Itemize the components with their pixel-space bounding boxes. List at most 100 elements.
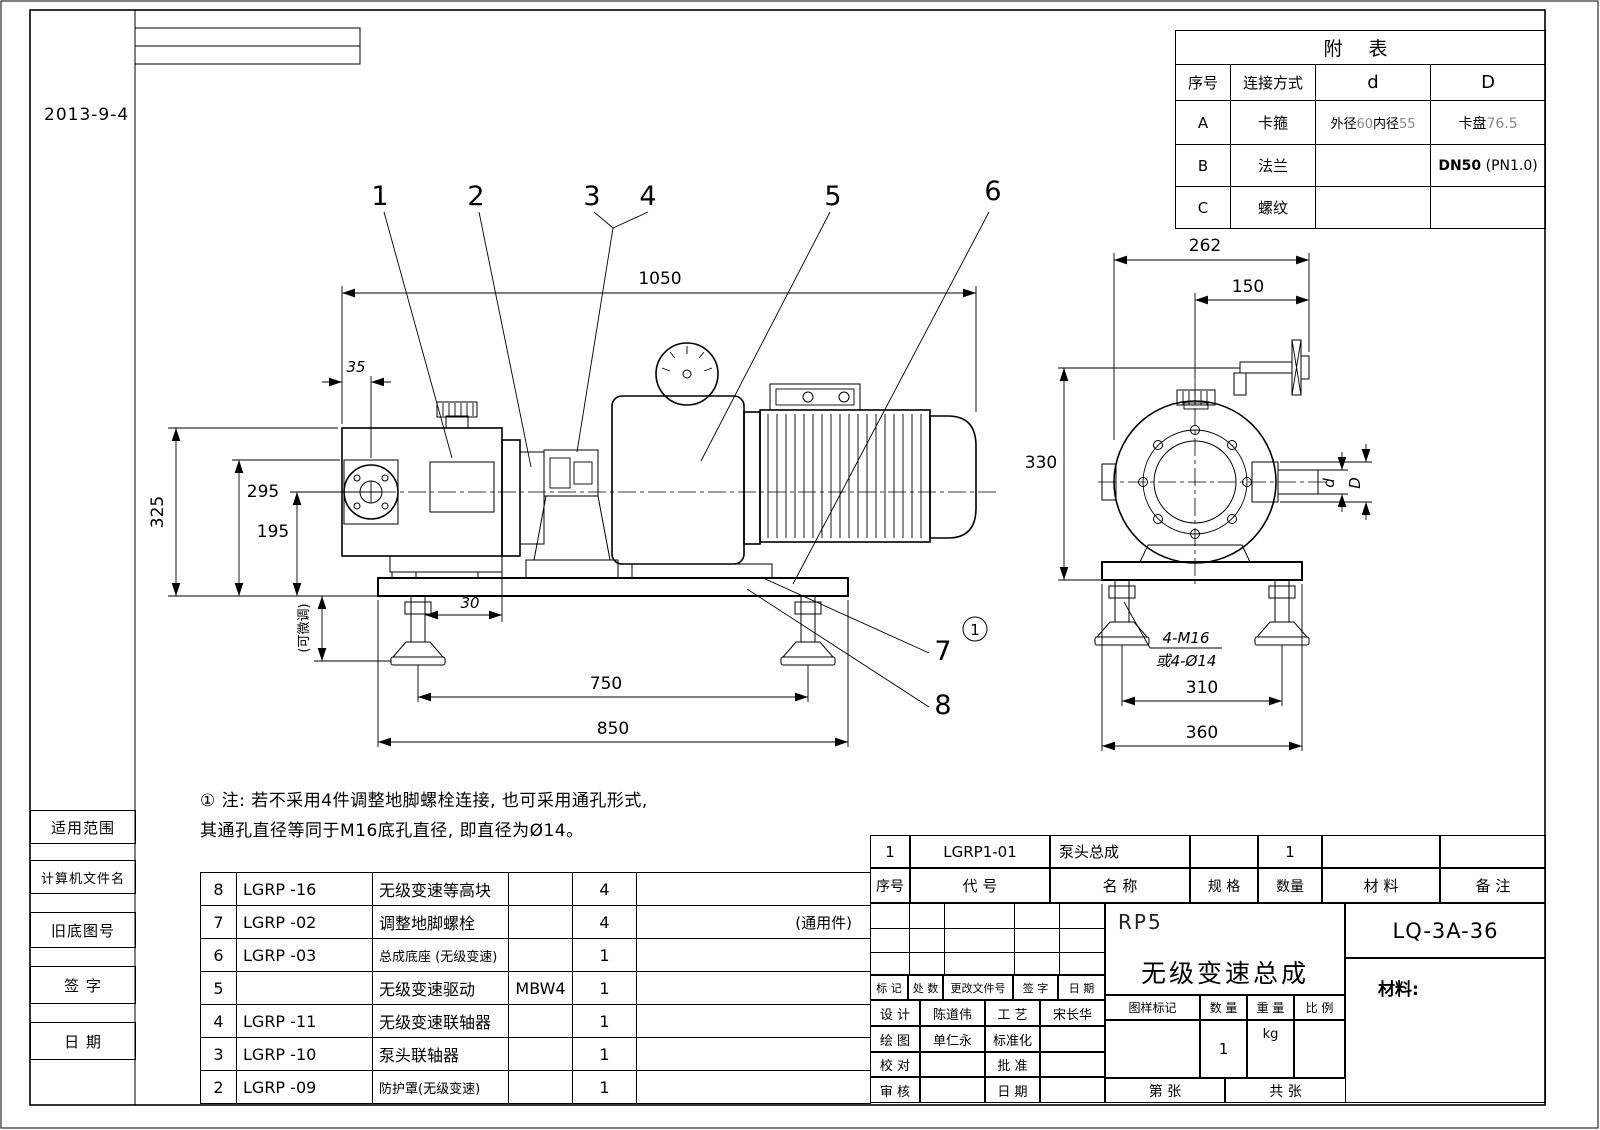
D-value: 76.5 bbox=[1486, 115, 1518, 132]
balloon-3: 3 bbox=[583, 181, 600, 212]
bom-cell-qty: 1 bbox=[572, 1004, 637, 1038]
bom-cell-code: LGRP -09 bbox=[236, 1070, 373, 1104]
count-label: 处 数 bbox=[908, 975, 943, 1000]
balloon-7: 7 bbox=[934, 636, 951, 667]
balloon-8: 8 bbox=[934, 690, 951, 721]
bom-header-no: 序号 bbox=[870, 868, 910, 903]
material-label: 材料: bbox=[1378, 980, 1419, 1000]
sidebar-old-drawing-no-label: 旧底图号 bbox=[30, 912, 136, 948]
attached-cell-D: DN50 (PN1.0) bbox=[1429, 144, 1547, 187]
bom-cell-no: 7 bbox=[200, 905, 237, 939]
handwheel bbox=[1233, 339, 1310, 396]
bom-cell-code: LGRP -02 bbox=[236, 905, 373, 939]
base-plate bbox=[377, 577, 849, 597]
bom-row: 6 LGRP -03 总成底座 (无级变速) 1 bbox=[200, 938, 871, 972]
attached-table-title-row: 附 表 bbox=[1174, 30, 1547, 65]
dim-shaft-D: D bbox=[1346, 477, 1364, 489]
dim-330: 330 bbox=[1025, 453, 1057, 473]
bom-cell-qty: 4 bbox=[572, 905, 637, 939]
bom-cell-qty: 1 bbox=[572, 1070, 637, 1104]
dim-adjustable: (可微调) bbox=[297, 603, 312, 652]
bom-cell-note bbox=[636, 938, 871, 972]
bom-cell-no: 6 bbox=[200, 938, 237, 972]
attached-cell-D: 卡盘76.5 bbox=[1429, 100, 1547, 145]
dim-bolt-note-1: 4-M16 bbox=[1163, 629, 1210, 647]
bom-header-spec: 规 格 bbox=[1190, 868, 1258, 903]
balloon-2: 2 bbox=[467, 181, 484, 212]
bom-cell-qty: 1 bbox=[572, 938, 637, 972]
dim-360: 360 bbox=[1186, 723, 1218, 743]
bom-cell-code: LGRP -03 bbox=[236, 938, 373, 972]
sidebar-scope-label: 适用范围 bbox=[30, 810, 136, 844]
dim-35: 35 bbox=[346, 358, 365, 376]
bom-cell-note bbox=[636, 971, 871, 1005]
attached-cell-d: 外径60内径55 bbox=[1315, 100, 1431, 145]
attached-table-title: 附 表 bbox=[1174, 30, 1547, 65]
weight-value: kg bbox=[1247, 1020, 1294, 1078]
balloon-4: 4 bbox=[639, 181, 656, 212]
bom-cell-qty: 1 bbox=[572, 971, 637, 1005]
bom-cell-name: 调整地脚螺栓 bbox=[372, 905, 509, 939]
draw-name: 单仁永 bbox=[920, 1026, 985, 1052]
attached-cell-no: C bbox=[1175, 186, 1231, 229]
approve-label: 批 准 bbox=[985, 1052, 1040, 1077]
bom-row: 4 LGRP -11 无级变速联轴器 1 bbox=[200, 1004, 871, 1038]
item1-name: 泵头总成 bbox=[1050, 835, 1190, 868]
date-label: 日 期 bbox=[1058, 975, 1105, 1000]
balloon-1: 1 bbox=[371, 181, 388, 212]
end-view-dimensions: 262 150 330 310 360 4-M16 或4-Ø14 d bbox=[1025, 236, 1372, 751]
pattern-mark-header: 图样标记 bbox=[1105, 995, 1200, 1020]
bom-cell-spec bbox=[508, 872, 573, 906]
bom-cell-note bbox=[636, 872, 871, 906]
item1-code: LGRP1-01 bbox=[910, 835, 1050, 868]
dim-195: 195 bbox=[257, 522, 289, 542]
quantity-header: 数 量 bbox=[1200, 995, 1247, 1020]
end-foot-left bbox=[1094, 579, 1150, 646]
attached-header-connection: 连接方式 bbox=[1230, 64, 1316, 101]
D-label: 卡盘 bbox=[1458, 115, 1487, 132]
audit-label: 审 核 bbox=[870, 1077, 920, 1103]
bom-cell-code bbox=[236, 971, 373, 1005]
sidebar-signature-label: 签 字 bbox=[30, 966, 136, 1004]
dim-262: 262 bbox=[1189, 236, 1221, 256]
note-reference-circle bbox=[962, 616, 988, 642]
weight-header: 重 量 bbox=[1247, 995, 1294, 1020]
bom-row: 3 LGRP -10 泵头联轴器 1 bbox=[200, 1037, 871, 1071]
attached-row-B: B 法兰 DN50 (PN1.0) bbox=[1175, 144, 1547, 187]
dim-850: 850 bbox=[597, 719, 629, 739]
pump-head bbox=[341, 401, 503, 579]
drawing-note: ① 注: 若不采用4件调整地脚螺栓连接, 也可采用通孔形式, 其通孔直径等同于M… bbox=[200, 786, 648, 846]
d-value-1: 60 bbox=[1356, 117, 1373, 132]
end-foot-right bbox=[1254, 579, 1310, 646]
craft-label: 工 艺 bbox=[985, 1000, 1040, 1026]
bom-cell-name: 泵头联轴器 bbox=[372, 1037, 509, 1071]
check-name bbox=[920, 1052, 985, 1077]
mark-label: 标 记 bbox=[870, 975, 908, 1000]
d-value-2: 55 bbox=[1399, 117, 1416, 132]
item1-material bbox=[1322, 835, 1440, 868]
product-name: 无级变速总成 bbox=[1140, 959, 1309, 988]
bom-cell-no: 4 bbox=[200, 1004, 237, 1038]
sidebar-computer-filename-label: 计算机文件名 bbox=[30, 860, 136, 894]
product-cell: RP5 无级变速总成 bbox=[1105, 903, 1345, 995]
bom-header-name: 名 称 bbox=[1050, 868, 1190, 903]
scale-header: 比 例 bbox=[1294, 995, 1345, 1020]
side-view-dimensions: 1050 35 325 295 195 (可微调) 30 750 bbox=[148, 269, 977, 747]
bom-cell-name: 防护罩(无级变速) bbox=[372, 1070, 509, 1104]
bom-table: 8 LGRP -16 无级变速等高块 4 7 LGRP -02 调整地脚螺栓 4… bbox=[200, 872, 871, 1104]
craft-name: 宋长华 bbox=[1040, 1000, 1105, 1026]
bom-cell-spec bbox=[508, 938, 573, 972]
item1-spec bbox=[1190, 835, 1258, 868]
bom-cell-no: 8 bbox=[200, 872, 237, 906]
D-main: DN50 bbox=[1438, 157, 1482, 174]
tb-date-value bbox=[1040, 1077, 1105, 1103]
bom-cell-note bbox=[636, 1037, 871, 1071]
standardize-label: 标准化 bbox=[985, 1026, 1040, 1052]
bom-cell-name: 无级变速等高块 bbox=[372, 872, 509, 906]
motor bbox=[631, 383, 977, 579]
bom-cell-spec bbox=[508, 1004, 573, 1038]
bom-cell-no: 2 bbox=[200, 1070, 237, 1104]
bom-cell-spec bbox=[508, 905, 573, 939]
